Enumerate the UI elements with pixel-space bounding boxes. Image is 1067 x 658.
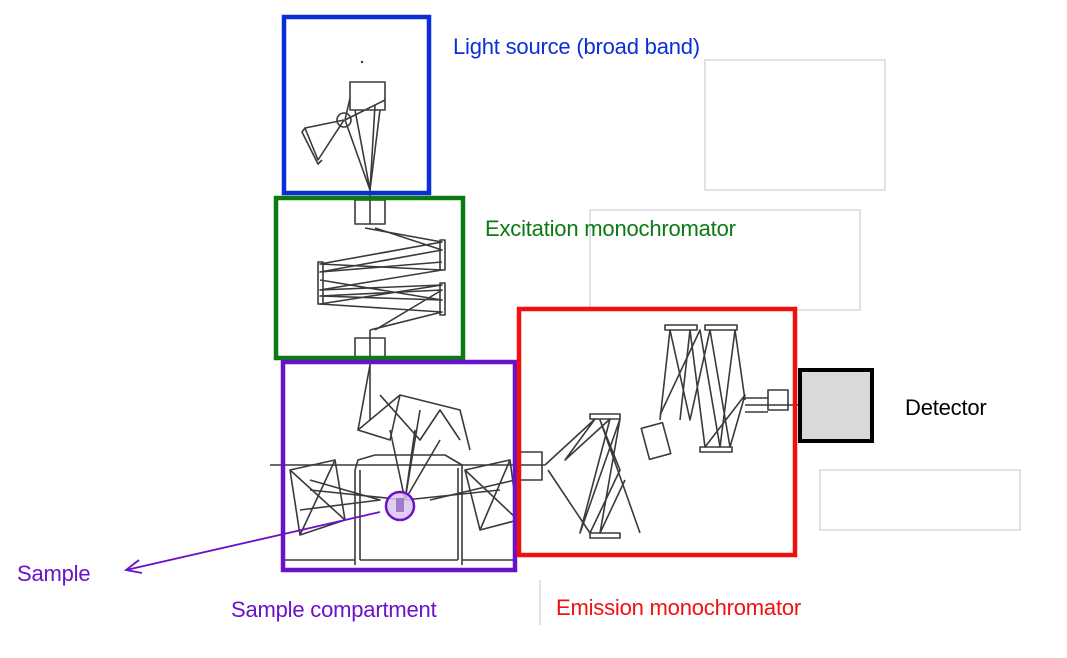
sample-compartment-box [280, 359, 518, 573]
sample-cuvette [396, 498, 404, 512]
sample-label: Sample [17, 561, 91, 586]
light-source-label: Light source (broad band) [453, 34, 700, 59]
emission-monochromator-box [516, 306, 798, 558]
excitation-monochromator-box [273, 195, 466, 361]
excitation-drawing [317, 190, 446, 359]
emission-monochromator-label: Emission monochromator [556, 595, 802, 620]
detector-label: Detector [905, 395, 987, 420]
background-ghost-drawing [539, 59, 1021, 625]
sample-compartment-label: Sample compartment [231, 597, 437, 622]
detector-box [798, 368, 874, 443]
light-source-box [281, 14, 432, 196]
light-source-drawing [301, 60, 386, 191]
emission-drawing [515, 324, 800, 539]
excitation-monochromator-label: Excitation monochromator [485, 216, 736, 241]
sample-pointer-arrow [123, 511, 381, 574]
sample-compartment-drawing [270, 360, 519, 565]
